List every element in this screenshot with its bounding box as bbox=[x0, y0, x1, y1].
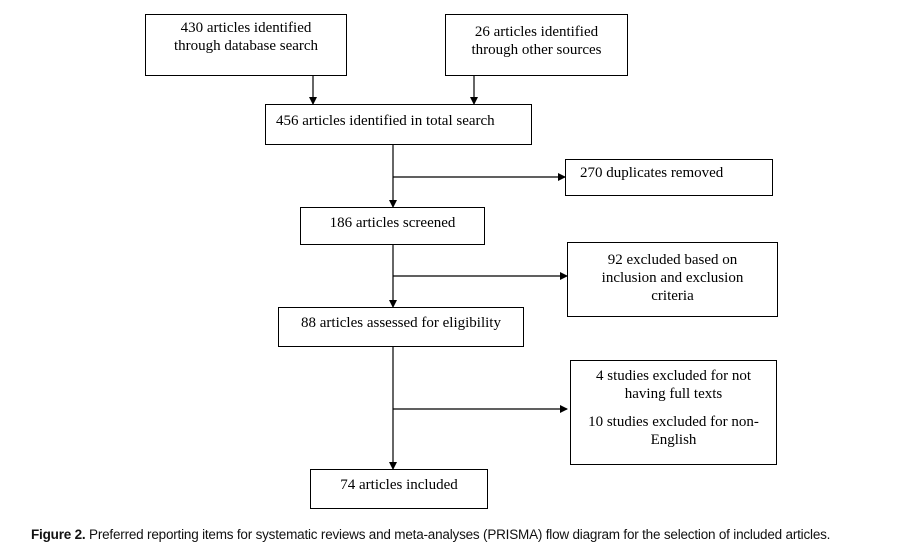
box-excluded-criteria: 92 excluded based on inclusion and exclu… bbox=[567, 242, 778, 317]
box-line: 92 excluded based on bbox=[607, 252, 738, 268]
box-line: criteria bbox=[651, 288, 694, 304]
box-line: 88 articles assessed for eligibility bbox=[301, 315, 501, 331]
box-included: 74 articles included bbox=[310, 469, 488, 509]
figure-caption: Figure 2. Preferred reporting items for … bbox=[31, 527, 830, 542]
box-line: through other sources bbox=[471, 42, 602, 58]
box-line: 270 duplicates removed bbox=[580, 165, 724, 181]
box-line: inclusion and exclusion bbox=[601, 270, 744, 286]
box-total-search: 456 articles identified in total search bbox=[265, 104, 532, 145]
box-line: 456 articles identified in total search bbox=[276, 113, 495, 129]
caption-text: Preferred reporting items for systematic… bbox=[85, 527, 831, 542]
box-duplicates-removed: 270 duplicates removed bbox=[565, 159, 773, 196]
box-other-sources: 26 articles identified through other sou… bbox=[445, 14, 628, 76]
box-excluded-studies: 4 studies excluded for not having full t… bbox=[570, 360, 777, 465]
box-line: 430 articles identified bbox=[180, 20, 312, 36]
box-line-spacer bbox=[571, 403, 776, 413]
box-line: 10 studies excluded for non- bbox=[588, 414, 759, 430]
box-line: 4 studies excluded for not bbox=[596, 368, 751, 384]
box-line: 26 articles identified bbox=[474, 24, 599, 40]
box-line: through database search bbox=[173, 38, 319, 54]
box-eligibility: 88 articles assessed for eligibility bbox=[278, 307, 524, 347]
box-database-search: 430 articles identified through database… bbox=[145, 14, 347, 76]
box-line: 186 articles screened bbox=[329, 215, 456, 231]
box-line: 74 articles included bbox=[340, 477, 458, 493]
box-line: having full texts bbox=[624, 386, 723, 402]
box-screened: 186 articles screened bbox=[300, 207, 485, 245]
caption-label: Figure 2. bbox=[31, 527, 86, 542]
box-line: English bbox=[650, 432, 697, 448]
